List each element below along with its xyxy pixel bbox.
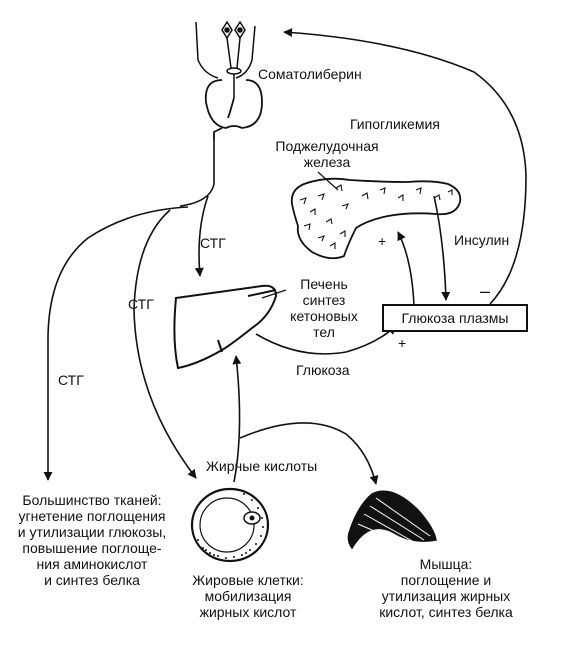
most-tissues-line: Большинство тканей:	[22, 492, 162, 508]
plasma-plus-sign: +	[398, 335, 407, 351]
glucose-label: Глюкоза	[296, 362, 350, 378]
fat-cell-icon	[190, 487, 270, 563]
pancreas-label-line: железа	[303, 154, 351, 170]
arrow-liver-glucose	[255, 325, 397, 355]
fatty-acids-label: Жирные кислоты	[206, 458, 318, 474]
liver-label-line: синтез	[302, 292, 346, 308]
muscle-label: Мышца: поглощение и утилизация жирных ки…	[366, 556, 526, 620]
pancreas-plus-sign: +	[378, 233, 387, 249]
fat-cells-line: мобилизация	[204, 588, 292, 604]
arrow-fat-to-liver	[232, 355, 242, 483]
liver-icon	[173, 284, 278, 370]
stg-label-left: СТГ	[58, 372, 84, 388]
most-tissues-line: угнетение поглощения	[18, 508, 166, 524]
arrow-insulin	[433, 195, 451, 301]
muscle-line: поглощение и	[400, 572, 492, 588]
arrow-stg-to-tissues	[43, 206, 189, 481]
fat-cells-line: Жировые клетки:	[192, 572, 304, 588]
muscle-line: Мышца:	[419, 556, 473, 572]
liver-label-line: тел	[313, 324, 335, 340]
pancreas-icon	[290, 177, 462, 260]
stg-main-line	[179, 140, 215, 207]
feedback-minus-sign: –	[480, 281, 491, 301]
most-tissues-line: и синтез белка	[44, 572, 140, 588]
hypothalamus-outline	[195, 21, 256, 79]
most-tissues-label: Большинство тканей: угнетение поглощения…	[4, 492, 180, 588]
pancreas-pointer	[317, 171, 339, 191]
arrow-hypoglycemia-feedback	[283, 28, 527, 305]
stg-label-middle: СТГ	[128, 296, 154, 312]
arrow-fat-to-muscle	[239, 422, 379, 485]
fat-cells-line: жирных кислот	[199, 604, 297, 620]
arrow-stg-to-liver	[194, 195, 209, 277]
hypoglycemia-label: Гипогликемия	[350, 116, 440, 132]
insulin-label: Инсулин	[454, 232, 510, 248]
most-tissues-line: и утилизации глюкозы,	[17, 524, 167, 540]
liver-label-line: Печень	[300, 276, 348, 292]
pancreas-label-line: Поджелудочная	[275, 138, 379, 154]
most-tissues-line: повышение поглоще-	[22, 540, 162, 556]
muscle-line: утилизация жирных	[381, 588, 511, 604]
plasma-glucose-box: Глюкоза плазмы	[382, 304, 528, 332]
fat-cells-label: Жировые клетки: мобилизация жирных кисло…	[182, 572, 314, 620]
liver-label-line: кетоновых	[290, 308, 358, 324]
liver-label: Печень синтез кетоновых тел	[280, 276, 368, 340]
muscle-icon	[347, 490, 437, 550]
pancreas-label: Поджелудочная железа	[262, 138, 392, 170]
most-tissues-line: ния аминокислот	[36, 556, 148, 572]
somatoliberin-label: Соматолиберин	[258, 66, 362, 82]
pituitary-icon	[204, 79, 263, 140]
arrow-stg-to-fat	[133, 209, 197, 479]
stg-label-center: СТГ	[200, 235, 226, 251]
arrow-glucose-to-pancreas	[397, 231, 415, 307]
liver-pointer	[261, 289, 287, 299]
neuron-icon	[221, 20, 246, 98]
muscle-line: кислот, синтез белка	[379, 604, 513, 620]
